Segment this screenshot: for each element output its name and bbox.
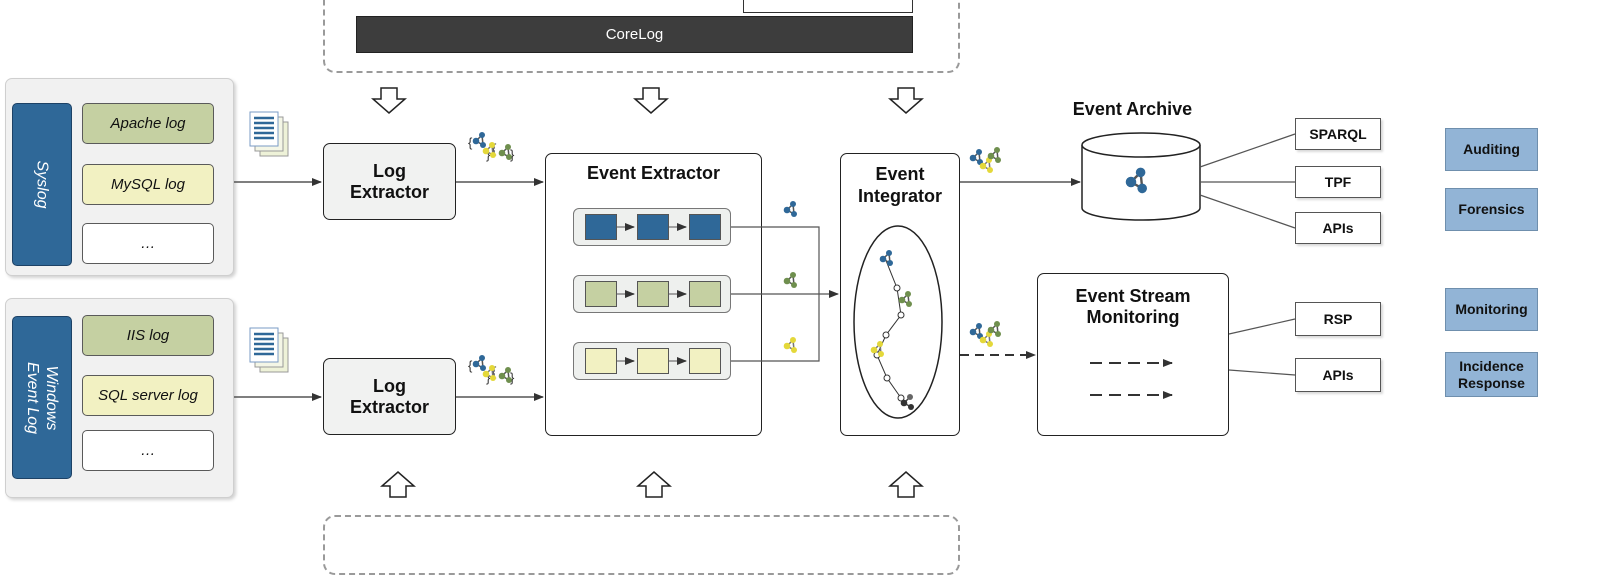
tpf-service: TPF: [1295, 166, 1381, 198]
windows-label-bar: Windows Event Log: [12, 316, 72, 479]
corelog-bar: CoreLog: [356, 16, 913, 53]
down-arrow-2: [634, 87, 668, 114]
rsp-service: RSP: [1295, 302, 1381, 336]
pipeline-step: [585, 214, 617, 240]
connectors-layer: { } { }: [234, 87, 1296, 498]
log-document-icon: [248, 326, 290, 374]
stream-apis-service: APIs: [1295, 358, 1381, 392]
sparql-service: SPARQL: [1295, 118, 1381, 150]
pipeline-step: [689, 348, 721, 374]
flow-blue-pipeline: [731, 226, 820, 294]
log-document-icon: [248, 110, 290, 158]
down-arrow-3: [889, 87, 923, 114]
archive-apis-service: APIs: [1295, 212, 1381, 244]
use-case-monitoring: Monitoring: [1445, 288, 1538, 331]
log-extractor-top: Log Extractor: [323, 143, 456, 220]
sql-server-log: SQL server log: [82, 375, 214, 416]
pipeline-step: [637, 348, 669, 374]
integrated-events-icon: [970, 147, 1001, 173]
event-braces-icon: [468, 132, 515, 162]
flow-yellow-pipeline: [731, 294, 820, 362]
integrated-events-icon: [970, 321, 1001, 347]
event-integrator-title: Event Integrator: [857, 164, 942, 206]
corelog-label: CoreLog: [605, 26, 664, 43]
pipeline-step: [689, 214, 721, 240]
event-extractor-title: Event Extractor: [586, 163, 721, 183]
down-arrow-1: [372, 87, 406, 114]
event-stream-monitoring: [1037, 273, 1229, 436]
windows-more: …: [82, 430, 214, 471]
blue-event-icon: [782, 200, 798, 218]
pipeline-step: [637, 214, 669, 240]
event-stream-monitoring-title: Event Stream Monitoring: [1075, 286, 1191, 327]
up-arrow-3: [889, 471, 923, 498]
pipeline-step: [637, 281, 669, 307]
syslog-label-bar: Syslog: [12, 103, 72, 266]
use-case-auditing: Auditing: [1445, 128, 1538, 171]
log-extractor-bottom: Log Extractor: [323, 358, 456, 435]
top-ontology-container: [323, 0, 960, 73]
up-arrow-2: [637, 471, 671, 498]
use-case-incidence-response: Incidence Response: [1445, 352, 1538, 397]
mysql-log: MySQL log: [82, 164, 214, 205]
yellow-event-icon: [782, 336, 798, 354]
apache-log: Apache log: [82, 103, 214, 144]
use-case-forensics: Forensics: [1445, 188, 1538, 231]
green-event-icon: [782, 271, 798, 289]
top-bar-fragment: [743, 0, 913, 13]
pipeline-step: [585, 348, 617, 374]
event-braces-icon: [468, 355, 515, 385]
event-archive-title: Event Archive: [1072, 99, 1193, 119]
iis-log: IIS log: [82, 315, 214, 356]
pipeline-step: [585, 281, 617, 307]
syslog-more: …: [82, 223, 214, 264]
up-arrow-1: [381, 471, 415, 498]
integrated-graph-ellipse: [853, 225, 943, 419]
pipeline-step: [689, 281, 721, 307]
